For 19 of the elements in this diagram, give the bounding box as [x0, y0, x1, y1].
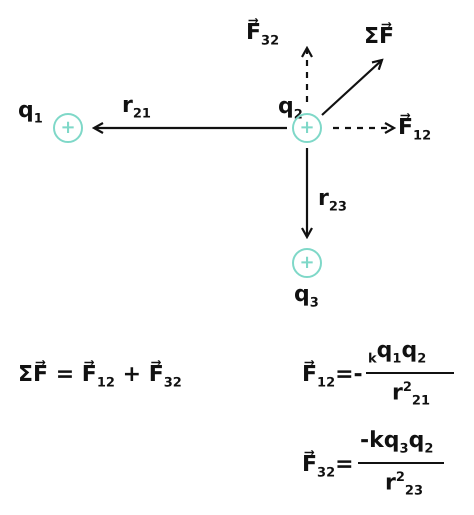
equation-left-side: F⃗$_{12}$=-	[302, 362, 363, 390]
edge-label: r$_{23}$	[318, 186, 347, 214]
charge-circle: +	[53, 113, 83, 143]
edge-label: r$_{21}$	[122, 93, 151, 122]
force-label: F⃗$_{12}$	[398, 115, 432, 144]
arrow	[92, 122, 287, 134]
force-label: ΣF⃗	[364, 24, 394, 49]
arrow	[300, 148, 314, 238]
numerator: -kq$_{3}$q$_{2}$	[360, 428, 434, 456]
numerator: $_{k}$q$_{1}$q$_{2}$	[368, 338, 426, 366]
charge-label: q$_{3}$	[294, 282, 319, 310]
arrow	[333, 122, 396, 134]
charge-label: q$_{1}$	[18, 98, 43, 126]
arrow	[321, 58, 384, 116]
arrow	[300, 46, 314, 102]
equation: ΣF⃗ = F⃗$_{12}$ + F⃗$_{32}$	[18, 362, 182, 390]
force-label: F⃗$_{32}$	[246, 20, 280, 48]
equation-left-side: F⃗$_{32}$=	[302, 452, 354, 480]
charge-circle: +	[292, 248, 322, 278]
